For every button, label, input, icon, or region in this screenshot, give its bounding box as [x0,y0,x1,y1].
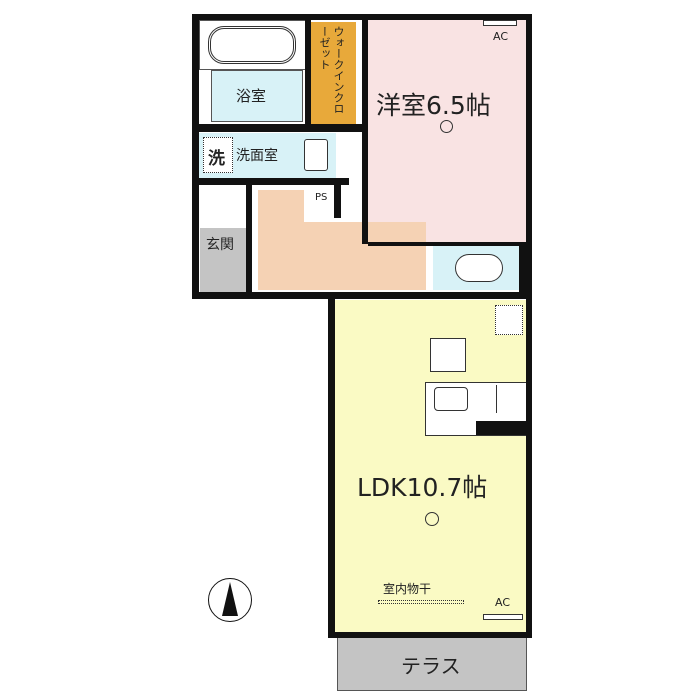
bedroom-ac-label: AC [493,30,509,43]
sink-icon [304,139,328,171]
entrance[interactable]: 玄関 [200,228,246,292]
toilet-icon [455,254,503,282]
north-arrow-icon [208,578,252,622]
light-icon [440,120,453,133]
bedroom-label: 洋室6.5帖 [376,91,491,120]
terrace-label: テラス [401,654,461,678]
light-icon [425,512,439,526]
toilet-room[interactable] [433,246,519,290]
vent-icon [430,338,466,372]
entrance-label: 玄関 [206,237,234,253]
kitchen-counter [425,382,528,436]
hallway[interactable] [258,190,304,290]
ac-unit [483,614,523,620]
exhaust-fan [495,305,523,335]
ldk-ac-label: AC [495,596,511,609]
washroom[interactable]: 洗 洗面室 [198,133,336,178]
ldk[interactable]: LDK10.7帖 室内物干 AC [335,300,528,633]
drying-label: 室内物干 [383,582,432,596]
ac-unit [483,20,517,26]
walk-in-closet[interactable]: ウォークインクローゼット [311,22,356,124]
bath-label: 浴室 [236,87,267,105]
ps-shaft: PS [312,188,334,210]
ps-label: PS [315,192,328,203]
bedroom[interactable]: AC 洋室6.5帖 [368,16,526,242]
closet-label: ウォークインクローゼット [318,26,345,114]
terrace[interactable]: テラス [337,637,527,691]
stove-icon [496,385,526,413]
sink-icon [434,387,468,411]
bath-room: 浴室 [211,70,303,122]
drying-rod [378,600,464,604]
washroom-label: 洗面室 [236,148,278,164]
ldk-label: LDK10.7帖 [357,473,488,502]
washer-label: 洗 [208,149,225,169]
bathtub [199,20,306,70]
washer-space: 洗 [203,137,233,173]
